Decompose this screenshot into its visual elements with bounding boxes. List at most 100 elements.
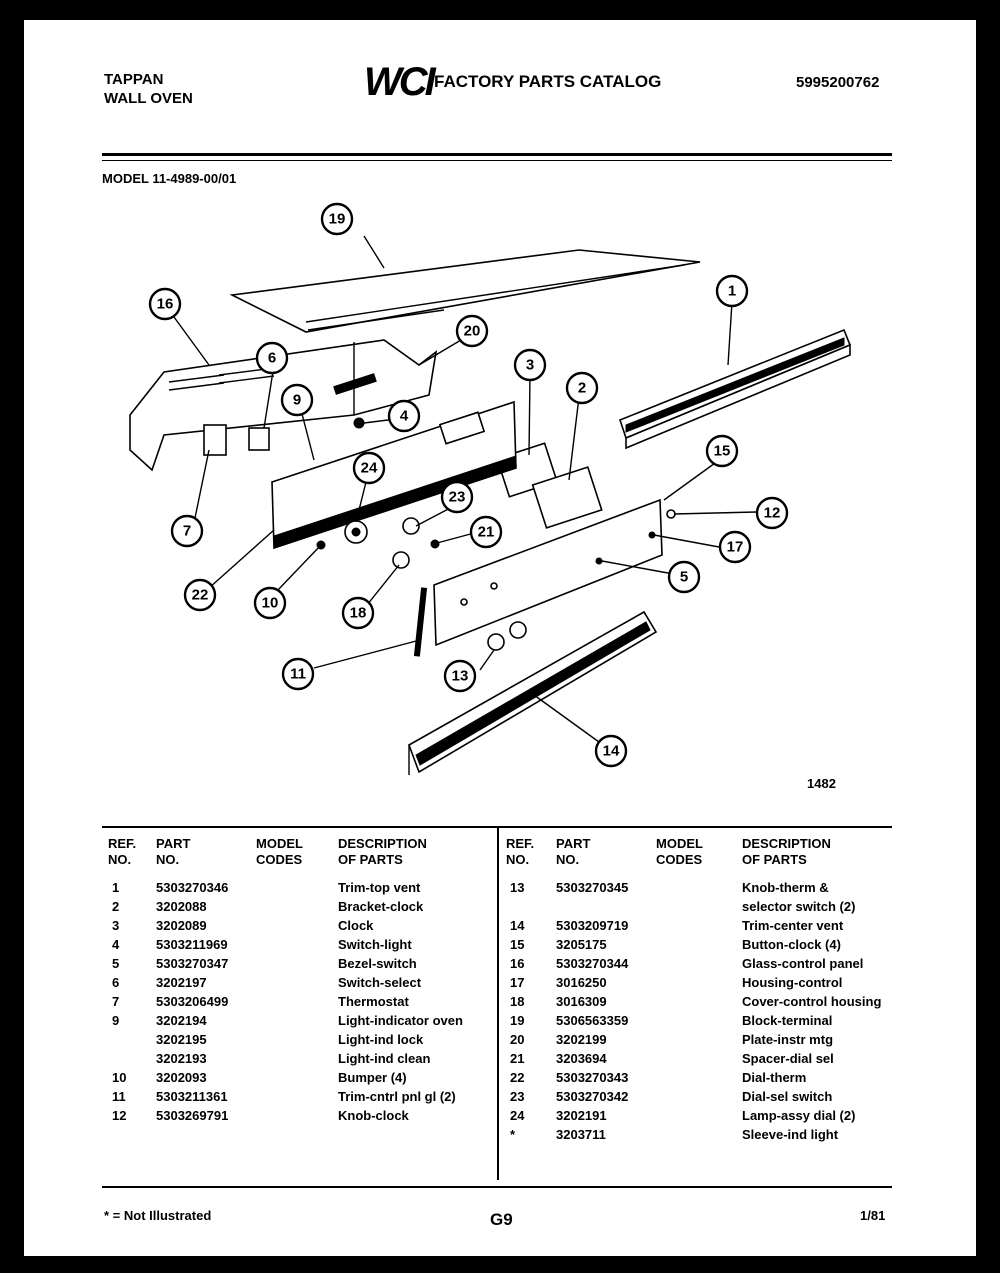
exploded-diagram: 19 16 1 20 6 3 2 9 4 15 24 23 12 21 7 17…: [129, 202, 852, 775]
svg-text:12: 12: [764, 505, 781, 522]
part-no-cell: 5303206499: [156, 994, 229, 1009]
ref-no-cell: 15: [510, 937, 525, 952]
svg-text:15: 15: [714, 443, 731, 460]
bracket-clock: [531, 466, 603, 529]
ref-no-cell: 16: [510, 956, 525, 971]
part-no-cell: 3205175: [556, 937, 607, 952]
model-codes-cell: [656, 897, 742, 916]
callout-1: 1: [715, 274, 749, 308]
block-terminal: [333, 373, 377, 395]
ref-no-cell: 17: [510, 975, 525, 990]
model-codes-cell: [656, 935, 742, 954]
ref-no-cell: [108, 1049, 156, 1068]
ref-no-cell: 5: [112, 956, 120, 971]
part-no-cell: 3202193: [156, 1051, 207, 1066]
ref-no-cell: 10: [112, 1070, 127, 1085]
part-no-cell: 3202197: [156, 975, 207, 990]
model-codes-cell: [256, 1106, 338, 1125]
description-cell: Bumper (4): [338, 1070, 407, 1085]
model-codes-cell: [256, 1049, 338, 1068]
spacer-dial-sel: [430, 539, 440, 549]
svg-text:10: 10: [262, 595, 279, 612]
description-cell: Bezel-switch: [338, 956, 417, 971]
svg-text:19: 19: [329, 211, 346, 228]
brand-name: TAPPAN: [104, 71, 164, 88]
model-codes-cell: [256, 954, 338, 973]
callout-4: 4: [387, 399, 421, 433]
description-cell: Knob-therm &: [742, 880, 829, 895]
knob-therm: [487, 621, 527, 651]
footnote: * = Not Illustrated: [104, 1208, 212, 1223]
callout-9: 9: [280, 383, 314, 417]
thermostat: [203, 424, 227, 456]
model-codes-cell: [256, 1087, 338, 1106]
model-codes-cell: [256, 916, 338, 935]
part-no-cell: 5303270346: [156, 880, 229, 895]
model-codes-cell: [656, 1068, 742, 1087]
svg-text:11: 11: [290, 666, 306, 683]
description-cell: Block-terminal: [742, 1013, 833, 1028]
part-no-cell: 5303209719: [556, 918, 629, 933]
model-codes-cell: [256, 1068, 338, 1087]
ref-no-cell: 13: [510, 880, 525, 895]
catalog-page: TAPPAN WALL OVEN WCI FACTORY PARTS CATAL…: [24, 20, 976, 1256]
ref-no-cell: [108, 1030, 156, 1049]
ref-no-cell: 3: [112, 918, 120, 933]
dial-therm: [392, 551, 410, 569]
description-cell: Plate-instr mtg: [742, 1032, 834, 1047]
table-top-rule: [102, 826, 892, 828]
callout-5: 5: [667, 560, 701, 594]
ref-no-cell: 11: [112, 1089, 126, 1104]
model-codes-cell: [256, 973, 338, 992]
part-no-cell: 5306563359: [556, 1013, 629, 1028]
part-no-cell: 5303270347: [156, 956, 229, 971]
callout-2: 2: [565, 371, 599, 405]
svg-text:16: 16: [157, 296, 174, 313]
callout-13: 13: [443, 659, 477, 693]
callout-7: 7: [170, 514, 204, 548]
trim-cntrl-pnl-gl: [413, 587, 428, 657]
brand-block: TAPPAN WALL OVEN: [104, 70, 193, 108]
model-codes-cell: [656, 954, 742, 973]
description-cell: Lamp-assy dial (2): [742, 1108, 856, 1123]
product-type: WALL OVEN: [104, 90, 193, 107]
model-number: MODEL 11-4989-00/01: [102, 171, 237, 186]
callout-20: 22: [183, 578, 217, 612]
model-codes-cell: [656, 1106, 742, 1125]
model-codes-cell: [656, 878, 742, 897]
ref-no-cell: 23: [510, 1089, 525, 1104]
part-no-cell: 3203711: [556, 1127, 606, 1142]
part-no-cell: 3016309: [556, 994, 607, 1009]
svg-text:9: 9: [293, 392, 301, 409]
svg-text:13: 13: [452, 668, 469, 685]
callout-3: 3: [513, 348, 547, 382]
catalog-number: 5995200762: [796, 74, 880, 91]
ref-no-cell: 7: [112, 994, 120, 1009]
description-cell: Trim-cntrl pnl gl (2): [338, 1089, 456, 1104]
description-cell: Knob-clock: [338, 1108, 409, 1123]
dial-sel-switch: [402, 517, 420, 535]
ref-no-cell: 24: [510, 1108, 525, 1123]
callout-10: 10: [253, 586, 287, 620]
scan-mark: [0, 1170, 12, 1260]
figure-number: 1482: [807, 776, 836, 791]
glass-control-panel: [433, 498, 663, 647]
